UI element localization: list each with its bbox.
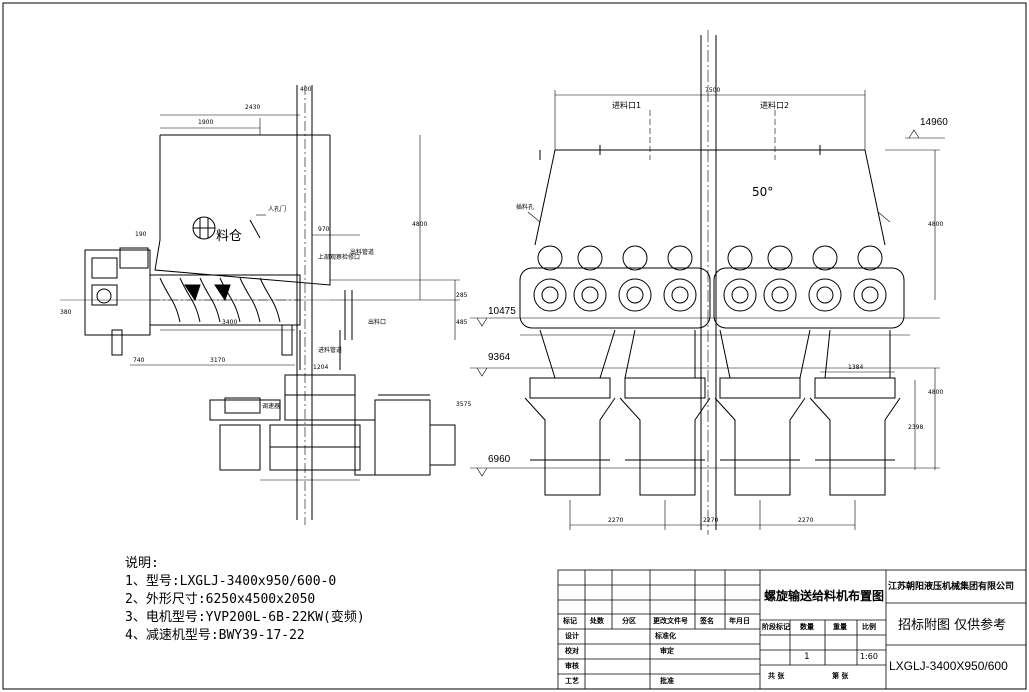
sheet-number: 第 张 [832, 672, 849, 680]
bin-label: 料仓 [216, 229, 243, 244]
dim-485: 485 [456, 319, 468, 326]
dim-4800: 4800 [412, 221, 428, 228]
bottom-dim-1: 2270 [608, 517, 624, 524]
dim-1204: 1204 [313, 364, 329, 371]
meta-scale: 比例 [862, 623, 876, 631]
remark: 招标附图 仅供参考 [898, 618, 1007, 633]
manhole-label: 人孔门 [268, 206, 287, 213]
right-view-geometry [519, 30, 940, 535]
level-lines [470, 129, 945, 477]
dim-740: 740 [133, 357, 145, 364]
level-10475: 10475 [488, 306, 516, 317]
company-name: 江苏朝阳液压机械集团有限公司 [888, 582, 1015, 592]
dim-3400: 3400 [222, 319, 238, 326]
dim-285: 285 [456, 292, 468, 299]
discharge-pipe-label: 出料管道 [350, 249, 375, 256]
right-left-note: 插料孔 [516, 204, 535, 211]
row-process: 工艺 [565, 677, 579, 685]
upper-outlet-label: 上部观察检修口 [318, 254, 361, 261]
level-14960: 14960 [920, 117, 948, 128]
unit-dim: 1384 [848, 364, 864, 371]
dim-380: 380 [60, 309, 72, 316]
right-side-dim-3: 2398 [908, 424, 924, 431]
hopper-angle: 50° [752, 185, 774, 199]
hdr-date: 年月日 [729, 617, 750, 625]
bottom-dim-3: 2270 [798, 517, 814, 524]
sheet-total: 共 张 [768, 672, 785, 680]
pipe-r-label: 出料口 [368, 319, 387, 326]
level-9364: 9364 [488, 352, 511, 363]
scale-value: 1:60 [860, 652, 878, 661]
level-6960: 6960 [488, 454, 511, 465]
note-line-4: 4、减速机型号:BWY39-17-22 [125, 628, 305, 643]
hdr-count: 处数 [590, 617, 604, 625]
drive-units [533, 245, 887, 312]
speed-label: 调速器 [262, 403, 281, 410]
row-check: 校对 [565, 647, 579, 655]
dim-970: 970 [318, 226, 330, 233]
row-review: 审核 [565, 662, 579, 670]
note-line-2: 2、外形尺寸:6250x4500x2050 [125, 592, 316, 607]
right-top-dim: 7500 [705, 87, 721, 94]
row-approve-final: 审定 [660, 647, 674, 655]
right-side-dim: 4800 [928, 221, 944, 228]
dim-2430: 2430 [245, 104, 261, 111]
meta-stage: 阶段标记 [762, 623, 790, 631]
inlet-2-label: 进料口2 [760, 101, 790, 110]
notes-heading: 说明: [125, 556, 159, 571]
hdr-mark: 标记 [563, 617, 577, 625]
bottom-dim-2: 2270 [703, 517, 719, 524]
dim-3170: 3170 [210, 357, 226, 364]
dim-3575: 3575 [456, 401, 472, 408]
dim-400: 400 [300, 86, 312, 93]
drawing-number: LXGLJ-3400X950/600 [889, 659, 1008, 673]
right-side-dim-2: 4800 [928, 389, 944, 396]
hdr-change-doc: 更改文件号 [653, 617, 688, 625]
row-design: 设计 [565, 632, 579, 640]
dim-190: 190 [135, 231, 147, 238]
meta-weight: 重量 [833, 623, 847, 631]
row-approve: 批准 [660, 677, 674, 685]
quantity-value: 1 [804, 652, 810, 662]
note-line-3: 3、电机型号:YVP200L-6B-22KW(变频) [125, 610, 365, 625]
meta-qty: 数量 [800, 623, 814, 631]
note-line-1: 1、型号:LXGLJ-3400x950/600-0 [125, 574, 337, 589]
left-view-geometry [60, 85, 460, 525]
dim-1900: 1900 [198, 119, 214, 126]
hdr-sign: 签名 [700, 617, 714, 625]
hdr-zone: 分区 [622, 617, 636, 625]
inlet-1-label: 进料口1 [612, 101, 642, 110]
row-standard: 标准化 [655, 632, 676, 640]
feed-pipe-label: 进料管道 [318, 347, 343, 354]
drawing-title: 螺旋输送给料机布置图 [764, 589, 885, 603]
title-block-grid [557, 569, 1027, 690]
